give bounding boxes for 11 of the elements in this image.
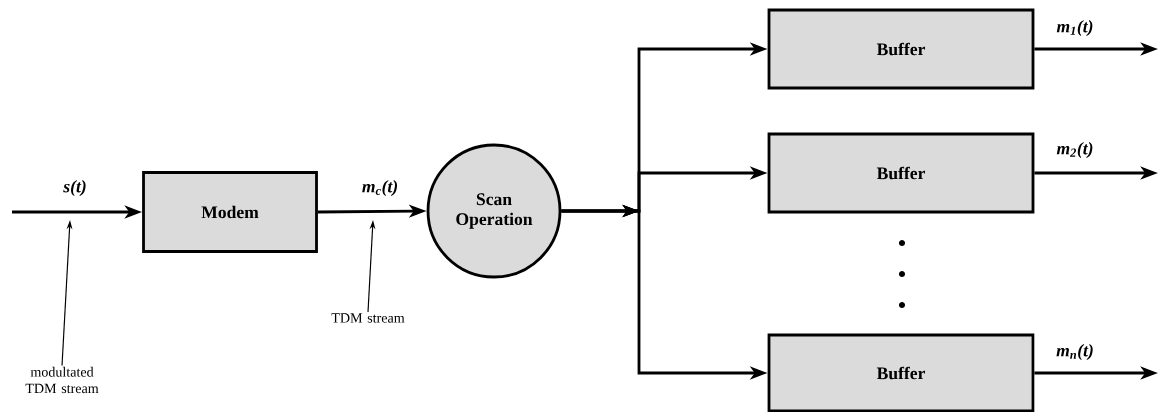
edge-label: m$_{1}$(t) (1056, 20, 1093, 36)
annotation-text: TDM stream (331, 313, 405, 323)
edge-label: m$_{c}$(t) (362, 180, 398, 196)
edge-label: m$_{n}$(t) (1056, 344, 1093, 360)
process-box: Buffer (767, 333, 1035, 412)
process-box: Buffer (767, 8, 1035, 90)
edge-label: s(t) (63, 180, 86, 196)
edge-label: m$_{2}$(t) (1056, 142, 1093, 158)
process-box: Modem (142, 171, 318, 253)
annotation-text: modultated TDM stream (25, 366, 99, 394)
process-box: Buffer (767, 132, 1035, 214)
